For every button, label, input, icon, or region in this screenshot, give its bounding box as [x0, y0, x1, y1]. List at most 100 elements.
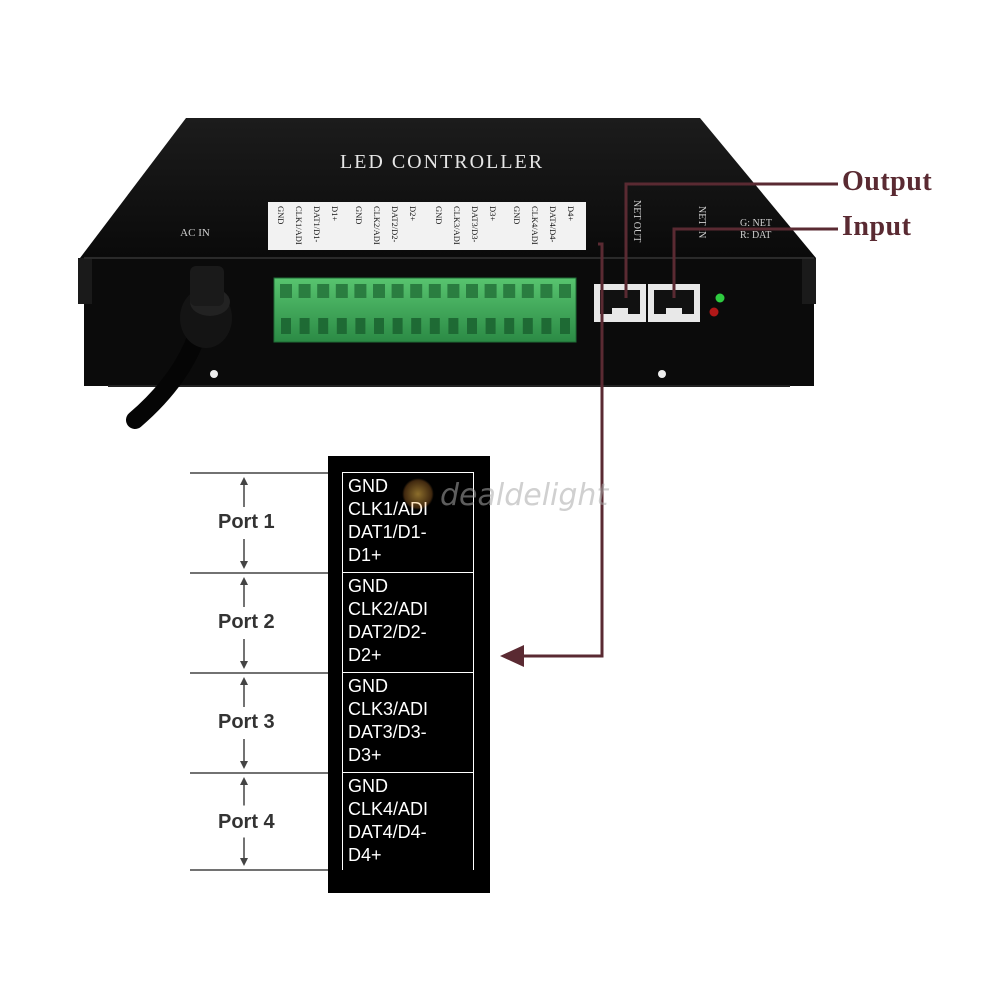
terminal-wire-hole [429, 318, 440, 334]
pin-label: CLK2/ADI [348, 599, 429, 619]
terminal-wire-hole [318, 318, 329, 334]
port-bracket-arrow-up [240, 777, 248, 785]
pin-label: D4+ [348, 845, 382, 865]
terminal-screw [373, 284, 385, 298]
terminal-label: GND [512, 206, 522, 224]
pin-label: DAT1/D1- [348, 522, 427, 542]
rj45-output-port [594, 284, 646, 322]
pin-group-box [342, 572, 474, 673]
pin-label: DAT4/D4- [348, 822, 427, 842]
terminal-screw [354, 284, 367, 298]
pin-label: GND [348, 776, 388, 796]
terminal-label: CLK4/ADI [530, 206, 540, 245]
terminal-leader-arrowhead [500, 645, 524, 667]
port-label: Port 2 [218, 611, 275, 633]
terminal-label-group: GND CLK1/ADI DAT1/D1- D1+ GND CLK2/ADI DAT2/D2… [276, 206, 576, 245]
output-leader-line [624, 182, 838, 298]
pin-label: GND [348, 476, 388, 496]
pinout-box [328, 456, 490, 893]
port-bracket-arrow-up [240, 677, 248, 685]
terminal-wire-hole [485, 318, 496, 334]
port-bracket-arrow-down [240, 858, 248, 866]
terminal-leader-line [522, 242, 604, 658]
dat-led-red [709, 307, 719, 317]
terminal-screw [428, 284, 441, 298]
device-flange-right [802, 258, 816, 304]
watermark-logo [402, 478, 434, 510]
pin-group-box [342, 672, 474, 773]
port-bracket-arrow-up [240, 577, 248, 585]
pin-label: D3+ [348, 745, 382, 765]
terminal-wire-hole [541, 318, 552, 334]
terminal-screw [447, 284, 460, 298]
pin-label: GND [348, 676, 388, 696]
terminal-wire-hole [411, 318, 422, 334]
watermark: dealdelight [440, 478, 609, 513]
pin-group-box [342, 472, 474, 573]
device-top-surface [80, 118, 816, 258]
pin-label: DAT3/D3- [348, 722, 427, 742]
port-brackets [190, 472, 332, 871]
terminal-wire-hole [467, 318, 477, 334]
terminal-screw [540, 284, 553, 298]
pin-group-box [342, 772, 474, 870]
output-callout: Output [842, 166, 933, 197]
terminal-label: DAT1/D1- [312, 206, 322, 243]
terminal-label: DAT4/D4- [548, 206, 558, 243]
input-leader-line [672, 227, 838, 298]
terminal-screw [280, 284, 292, 298]
pin-label: CLK4/ADI [348, 799, 429, 819]
terminal-label: GND [434, 206, 444, 224]
terminal-label: CLK2/ADI [372, 206, 382, 245]
terminal-screw [317, 284, 330, 298]
terminal-screw [391, 284, 404, 298]
terminal-label: CLK3/ADI [452, 206, 462, 245]
terminal-label: D4+ [566, 206, 576, 221]
pin-label: CLK3/ADI [348, 699, 429, 719]
terminal-label: GND [354, 206, 364, 224]
port-bracket-arrow-down [240, 561, 248, 569]
terminal-wire-hole [392, 318, 403, 334]
terminal-screw [335, 284, 348, 298]
terminal-wire-hole [281, 318, 291, 334]
net-led-green [715, 293, 725, 303]
terminal-label: D3+ [488, 206, 498, 221]
terminal-wire-hole [504, 318, 515, 334]
terminal-screw [484, 284, 497, 298]
mount-hole-right [658, 370, 666, 378]
pin-label: D1+ [348, 545, 382, 565]
terminal-wire-hole [374, 318, 384, 334]
terminal-wire-hole [560, 318, 570, 334]
port-bracket-arrow-up [240, 477, 248, 485]
terminal-screw [410, 284, 423, 298]
ac-in-label: AC IN [180, 227, 210, 239]
terminal-wire-hole [355, 318, 366, 334]
net-in-label: NET IN [696, 206, 707, 238]
led-label-net: G: NET [740, 218, 772, 229]
pin-label: GND [348, 576, 388, 596]
device-title: LED CONTROLLER [340, 151, 544, 173]
terminal-wire-hole [448, 318, 459, 334]
port-label: Port 4 [218, 811, 275, 833]
pin-label: DAT2/D2- [348, 622, 427, 642]
terminal-slots [280, 284, 571, 334]
terminal-screw [466, 284, 478, 298]
terminal-screw [298, 284, 311, 298]
terminal-wire-hole [522, 318, 533, 334]
terminal-label: GND [276, 206, 286, 224]
terminal-wire-hole [299, 318, 310, 334]
port-bracket-arrow-down [240, 761, 248, 769]
led-label-dat: R: DAT [740, 230, 771, 241]
terminal-screw [503, 284, 516, 298]
terminal-label: DAT2/D2- [390, 206, 400, 243]
terminal-label: D1+ [330, 206, 340, 221]
terminal-label: DAT3/D3- [470, 206, 480, 243]
input-callout: Input [842, 211, 912, 242]
net-out-label: NET OUT [631, 200, 642, 242]
terminal-label: CLK1/ADI [294, 206, 304, 245]
terminal-wire-hole [336, 318, 347, 334]
port-label: Port 3 [218, 711, 275, 733]
terminal-label: D2+ [408, 206, 418, 221]
